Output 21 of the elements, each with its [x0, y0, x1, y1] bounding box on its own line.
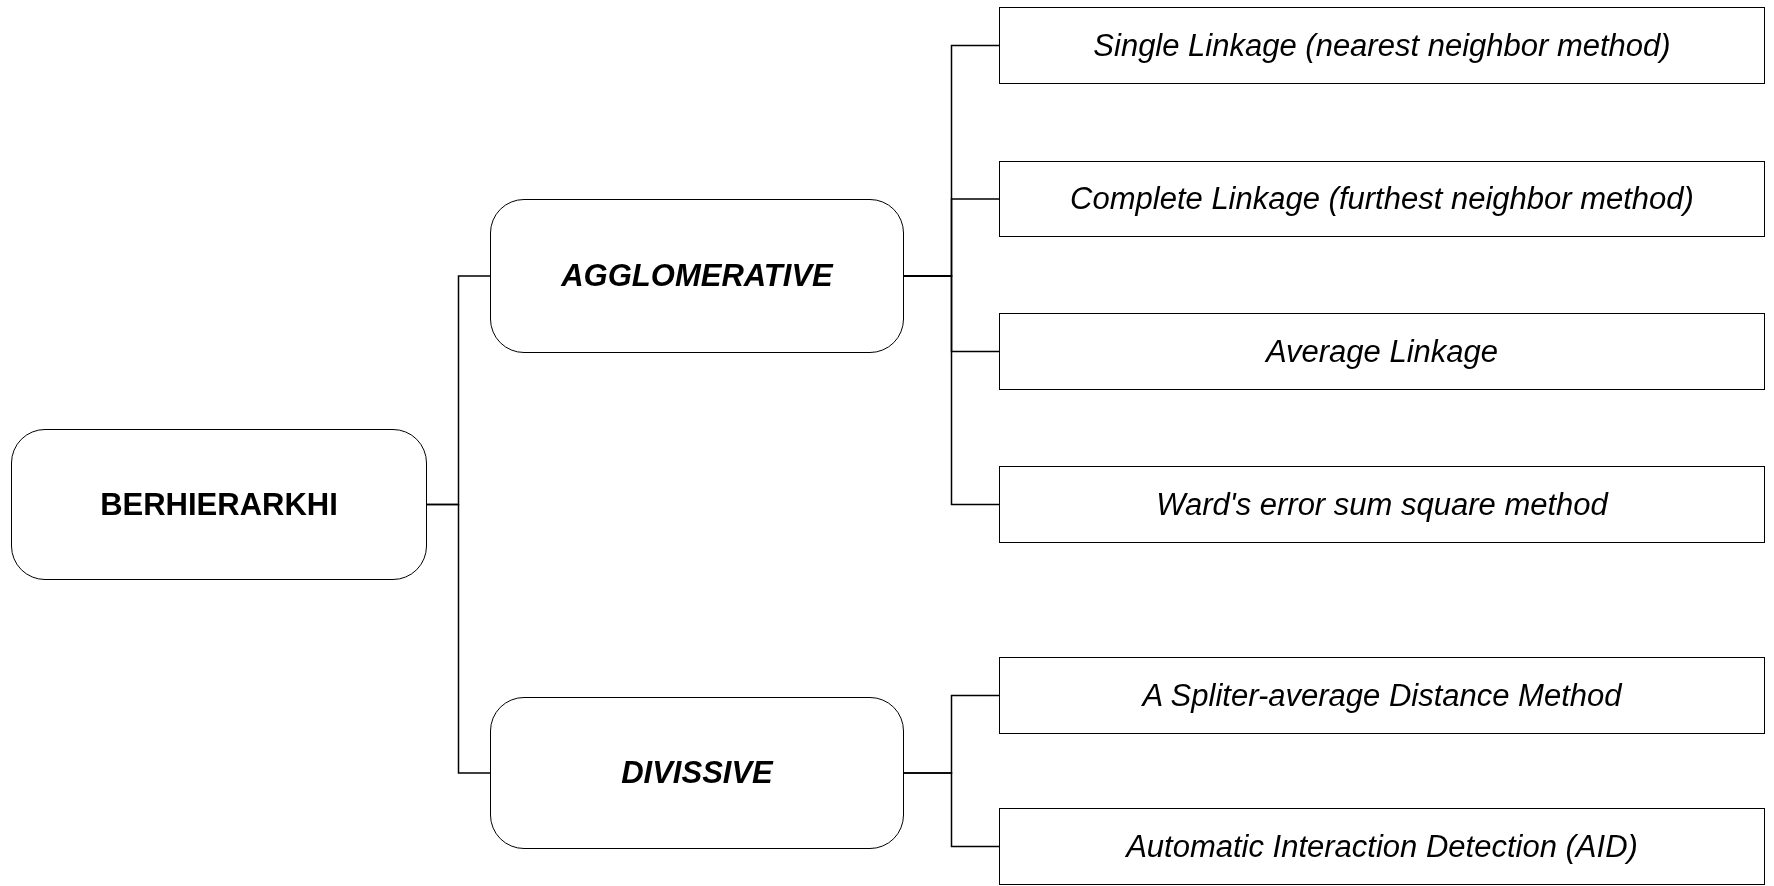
connector-line	[903, 772, 1000, 848]
category-node	[490, 697, 904, 849]
node-label: A Spliter-average Distance Method	[1142, 677, 1622, 714]
root-node	[11, 429, 427, 580]
node-label: BERHIERARKHI	[100, 486, 338, 523]
method-box	[999, 7, 1765, 84]
node-label: DIVISSIVE	[621, 755, 773, 791]
node-label: AGGLOMERATIVE	[561, 258, 833, 294]
node-label: Single Linkage (nearest neighbor method)	[1093, 27, 1671, 64]
category-node	[490, 199, 904, 353]
method-box	[999, 657, 1765, 734]
node-label: Average Linkage	[1265, 333, 1499, 370]
node-label: Complete Linkage (furthest neighbor method)	[1070, 181, 1694, 217]
node-label: Ward's error sum square method	[1156, 486, 1608, 523]
method-box	[999, 808, 1765, 885]
connector-line	[903, 275, 1000, 506]
method-box	[999, 466, 1765, 543]
node-label: Automatic Interaction Detection (AID)	[1126, 828, 1638, 865]
connector-line	[426, 503, 491, 774]
method-box	[999, 313, 1765, 390]
method-box	[999, 161, 1765, 237]
